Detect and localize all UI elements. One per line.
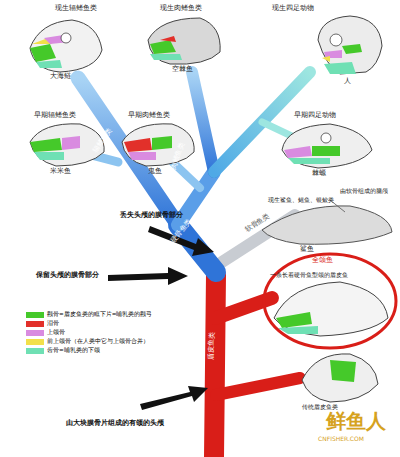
species-label: 大海鲢 xyxy=(50,73,71,81)
legend-row: 前上颌骨（在人类中它与上颌骨合并） xyxy=(26,339,196,345)
branch-label: 肉鳍鱼类 xyxy=(170,142,187,171)
mimipiscis-skull xyxy=(30,124,104,166)
oval-callout: 全颌鱼一条长着硬骨鱼型颌的盾皮鱼 xyxy=(262,252,398,350)
human-skull xyxy=(318,16,382,74)
coelacanth-skull xyxy=(148,18,220,64)
group-label: 早期辐鳍鱼类 xyxy=(34,112,76,120)
legend-text: 颧骨=盾皮鱼类的眶下片=哺乳类的颧弓 xyxy=(47,312,152,318)
osteichthyan-branch xyxy=(72,72,310,272)
legend-row: 齿骨=哺乳类的下颌 xyxy=(26,348,196,354)
watermark: 鲜鱼人 xyxy=(326,410,386,432)
legend: 颧骨=盾皮鱼类的眶下片=哺乳类的颧弓泪骨上颌骨前上颌骨（在人类中它与上颌骨合并）… xyxy=(26,312,196,357)
watermark: CNFISHER.COM xyxy=(318,436,364,443)
legend-text: 前上颌骨（在人类中它与上颌骨合并） xyxy=(47,339,149,345)
pointer-arrow xyxy=(108,226,214,410)
node-title: 全颌鱼 xyxy=(312,257,333,265)
branch-label: 四足动物 xyxy=(246,94,271,120)
traditional-placoderm-skull xyxy=(302,354,378,402)
legend-row: 颧骨=盾皮鱼类的眶下片=哺乳类的颧弓 xyxy=(26,312,196,318)
species-label: 鲨鱼 xyxy=(300,246,314,254)
node-caption: 一条长着硬骨鱼型颌的盾皮鱼 xyxy=(270,272,348,279)
legend-swatch xyxy=(26,348,44,354)
legend-text: 上颌骨 xyxy=(47,330,65,336)
legend-swatch xyxy=(26,321,44,327)
branch-label: 软骨鱼类 xyxy=(244,213,272,235)
group-label: 现生四足动物 xyxy=(272,5,314,13)
legend-row: 上颌骨 xyxy=(26,330,196,336)
group-label: 早期四足动物 xyxy=(294,112,336,120)
legend-row: 泪骨 xyxy=(26,321,196,327)
species-label: 人 xyxy=(344,78,351,86)
legend-text: 泪骨 xyxy=(47,321,59,327)
tarpon-skull xyxy=(30,20,102,72)
group-label: 现生辐鳍鱼类 xyxy=(55,5,97,13)
branch-label: 硬骨鱼类 xyxy=(170,218,193,245)
group-label: 早期肉鳍鱼类 xyxy=(128,112,170,120)
acanthostega-skull xyxy=(282,124,372,168)
arrow-note: 丢失头颅的膜骨部分 xyxy=(120,212,183,220)
placoderm-skull xyxy=(274,282,388,336)
legend-swatch xyxy=(26,330,44,336)
arrow-note: 保留头颅的膜骨部分 xyxy=(36,272,99,280)
legend-text: 齿骨=哺乳类的下颌 xyxy=(47,348,100,354)
species-label: 鬼鱼 xyxy=(148,168,162,176)
branch-label: 盾皮鱼类 xyxy=(208,332,217,360)
branch-label: 辐鳍鱼类 xyxy=(92,127,114,154)
shark-skull xyxy=(262,200,392,244)
legend-swatch xyxy=(26,339,44,345)
arrow-note: 由大块膜骨片组成的有颌的头颅 xyxy=(66,420,164,428)
species-label: 空棘鱼 xyxy=(172,66,193,74)
species-label: 米米鱼 xyxy=(50,168,71,176)
species-label: 棘螈 xyxy=(312,170,326,178)
group-label: 现生鲨鱼、鳐鱼、银鲛类 xyxy=(268,197,334,204)
legend-swatch xyxy=(26,312,44,318)
oval-outline xyxy=(262,252,398,350)
annotation: 由软骨组成的脑颅 xyxy=(340,188,388,195)
group-label: 现生肉鳍鱼类 xyxy=(160,5,202,13)
